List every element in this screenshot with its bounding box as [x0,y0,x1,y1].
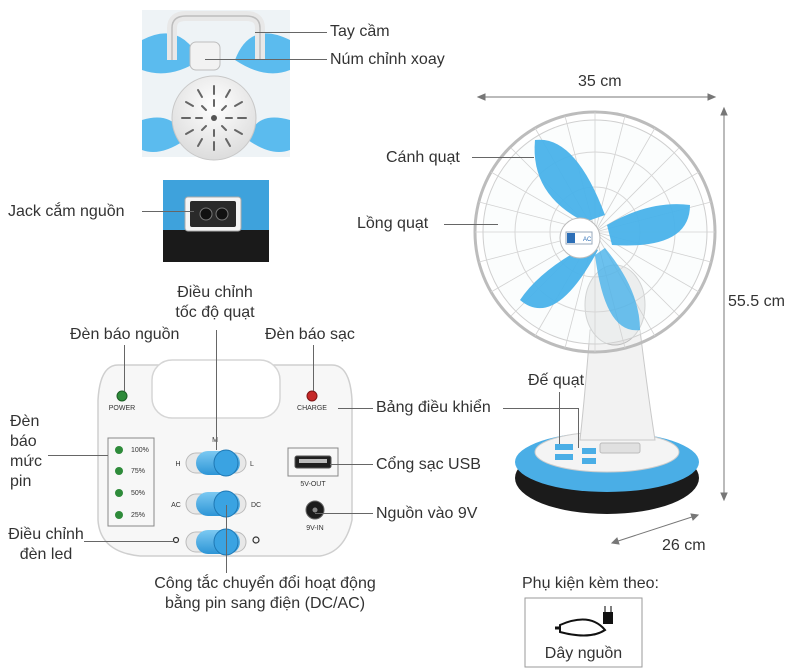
leader-charge-led [313,345,314,391]
mode-slider-graphic [185,490,247,518]
fan-back-photo [142,10,290,161]
leader-led-adjust [84,541,174,542]
label-power-led: Đèn báo nguồn [70,326,180,343]
label-control-panel: Bảng điều khiển [376,399,491,416]
label-cage: Lồng quạt [357,215,429,232]
leader-battery [48,455,108,456]
leader-jack [142,211,194,212]
usb-text: 5V-OUT [300,481,326,488]
level-25-text: 25% [131,512,145,519]
dc-in-text: 9V-IN [306,525,324,532]
speed-m-text: M [212,437,218,444]
label-battery-line3: mức [10,453,43,470]
leader-blade [472,157,534,158]
leader-control-panel-fan-v [578,408,579,448]
accessory-item: Dây nguồn [544,645,623,662]
label-switch-line2: bằng pin sang điện (DC/AC) [164,595,366,612]
label-switch: Công tắc chuyển đổi hoạt động bằng pin s… [130,574,400,614]
leader-power-led [124,345,125,391]
label-power-in: Nguồn vào 9V [376,505,478,522]
speed-slider-graphic [185,449,247,477]
leader-control-panel-fan [503,408,579,409]
power-text: POWER [109,405,135,412]
leader-base [559,392,560,444]
label-battery-line4: pin [10,473,32,490]
accessories-title: Phụ kiện kèm theo: [522,575,659,592]
label-usb: Cổng sạc USB [376,456,481,473]
dimension-height: 55.5 cm [728,293,785,310]
level-50-text: 50% [131,490,145,497]
label-handle: Tay cầm [330,23,390,40]
leader-knob [205,59,327,60]
accessory-box [524,597,643,668]
leader-panel [338,408,373,409]
dimension-depth: 26 cm [662,537,706,554]
speed-h-text: H [175,461,180,468]
dimension-arrows [476,93,728,545]
label-led-adjust-line1: Điều chỉnh [8,526,84,543]
leader-9v [315,513,373,514]
label-power-jack: Jack cắm nguồn [8,203,125,220]
label-base: Đế quạt [528,372,585,389]
label-led-adjust: Điều chỉnh đèn led [0,525,92,565]
charge-text: CHARGE [297,405,327,412]
leader-handle [255,32,327,33]
label-knob: Núm chỉnh xoay [330,51,445,68]
label-battery: Đèn báo mức pin [10,412,42,492]
label-switch-line1: Công tắc chuyển đổi hoạt động [154,575,376,592]
leader-speed [216,330,217,450]
leader-usb [330,464,373,465]
label-speed-line2: tốc độ quạt [175,304,255,321]
leader-cage [444,224,498,225]
label-blade: Cánh quạt [386,149,460,166]
leader-switch [226,505,227,573]
fan-logo-text: AC [583,237,592,243]
speed-l-text: L [250,461,254,468]
power-jack-photo [163,180,269,262]
label-speed: Điều chỉnh tốc độ quạt [160,283,270,323]
led-slider-graphic [185,528,247,556]
dimension-width: 35 cm [578,73,622,90]
label-speed-line1: Điều chỉnh [177,284,253,301]
label-battery-line2: báo [10,433,37,450]
fan-illustration [473,110,717,514]
label-battery-line1: Đèn [10,413,40,430]
mode-ac-text: AC [171,502,181,509]
control-panel-illustration [97,359,353,557]
level-100-text: 100% [131,447,149,454]
label-charge-led: Đèn báo sạc [265,326,355,343]
label-led-adjust-line2: đèn led [19,546,73,563]
level-75-text: 75% [131,468,145,475]
mode-dc-text: DC [251,502,261,509]
